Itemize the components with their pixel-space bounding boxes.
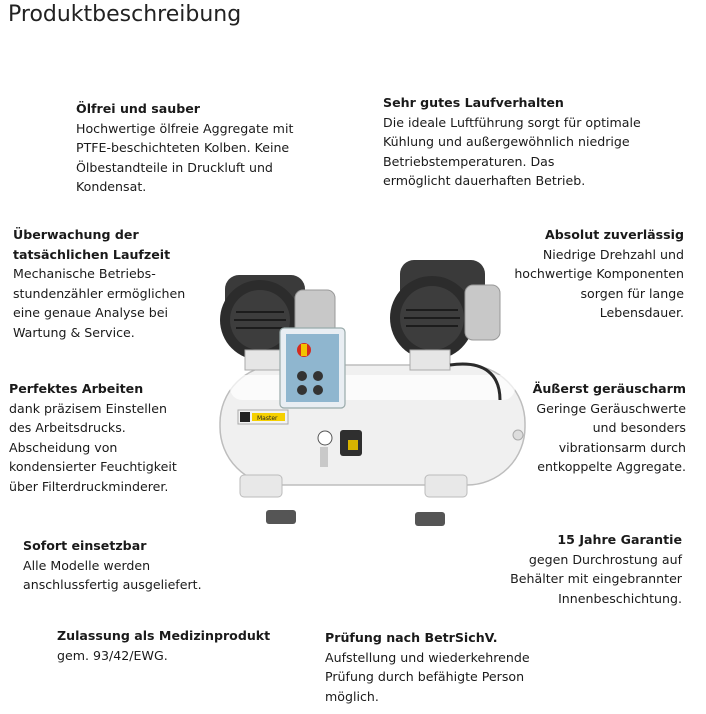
feature-garantie: 15 Jahre Garantie gegen Durchrostung auf… <box>510 530 682 608</box>
feature-pruefung-text: Aufstellung und wiederkehrende Prüfung d… <box>325 649 530 704</box>
brand-label: Master <box>257 415 278 422</box>
feature-sofort-heading: Sofort einsetzbar <box>23 538 147 553</box>
feature-oelfrei-text: Hochwertige ölfreie Aggregate mit PTFE-b… <box>76 120 294 195</box>
feature-arbeiten-heading: Perfektes Arbeiten <box>9 381 144 396</box>
feature-arbeiten-text: dank präzisem Einstellen des Arbeitsdruc… <box>9 400 177 494</box>
feature-oelfrei-heading: Ölfrei und sauber <box>76 101 201 116</box>
feature-pruefung: Prüfung nach BetrSichV. Aufstellung und … <box>325 628 530 706</box>
feature-garantie-heading: 15 Jahre Garantie <box>557 532 682 547</box>
feature-zuverlaessig: Absolut zuverlässig Niedrige Drehzahl un… <box>514 225 684 323</box>
page-title: Produktbeschreibung <box>8 2 242 27</box>
feature-ueberwachung-heading: Überwachung der tatsächlichen Laufzeit <box>13 227 171 262</box>
feature-ueberwachung-text: Mechanische Betriebs- stundenzähler ermö… <box>13 266 186 340</box>
compressor-image: Master <box>219 260 526 526</box>
feature-sofort-text: Alle Modelle werden anschlussfertig ausg… <box>23 557 202 593</box>
feature-arbeiten: Perfektes Arbeiten dank präzisem Einstel… <box>9 379 177 497</box>
feature-garantie-text: gegen Durchrostung auf Behälter mit eing… <box>510 551 682 606</box>
feature-ueberwachung: Überwachung der tatsächlichen Laufzeit M… <box>13 225 185 343</box>
feature-zuverlaessig-text: Niedrige Drehzahl und hochwertige Kompon… <box>514 246 684 321</box>
feature-zulassung: Zulassung als Medizinprodukt gem. 93/42/… <box>57 626 270 665</box>
feature-laufverhalten-heading: Sehr gutes Laufverhalten <box>383 95 564 110</box>
feature-sofort: Sofort einsetzbar Alle Modelle werden an… <box>23 536 202 595</box>
feature-geraeuscharm: Äußerst geräuscharm Geringe Geräuschwert… <box>533 379 686 477</box>
feature-geraeuscharm-text: Geringe Geräuschwerte und besonders vibr… <box>536 400 686 475</box>
feature-laufverhalten-text: Die ideale Luftführung sorgt für optimal… <box>383 114 641 189</box>
feature-oelfrei: Ölfrei und sauber Hochwertige ölfreie Ag… <box>76 99 293 197</box>
feature-zulassung-text: gem. 93/42/EWG. <box>57 647 168 663</box>
feature-geraeuscharm-heading: Äußerst geräuscharm <box>532 381 686 396</box>
feature-pruefung-heading: Prüfung nach BetrSichV. <box>325 630 498 645</box>
feature-zulassung-heading: Zulassung als Medizinprodukt <box>57 628 271 643</box>
feature-zuverlaessig-heading: Absolut zuverlässig <box>545 227 684 242</box>
feature-laufverhalten: Sehr gutes Laufverhalten Die ideale Luft… <box>383 93 641 191</box>
